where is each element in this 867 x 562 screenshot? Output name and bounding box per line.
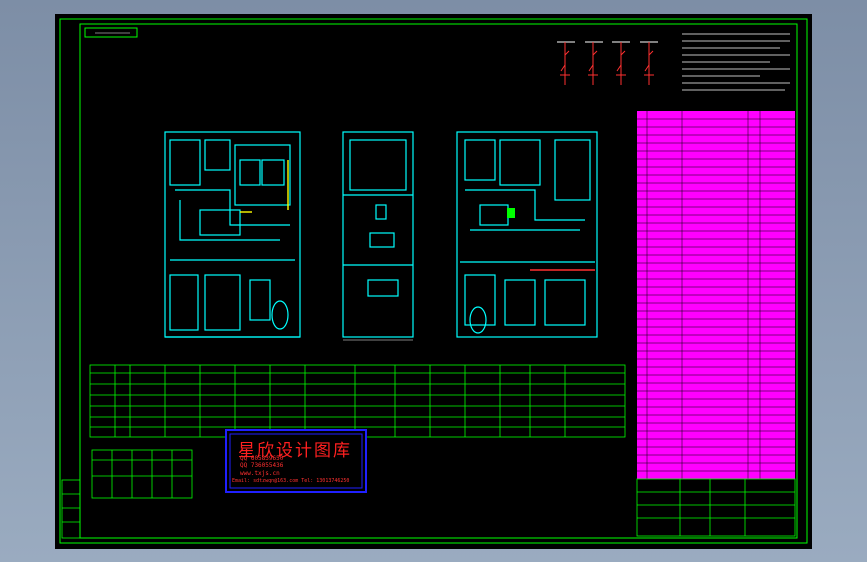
revision-strip — [61, 479, 81, 539]
busbar-highlight-right — [507, 208, 595, 271]
watermark-qq: QQ 605839650 — [240, 455, 284, 462]
general-notes — [682, 33, 790, 91]
cabinet-right-view — [456, 131, 598, 338]
watermark-email: Email: sdtzwqn@163.com Tel: 13013746250 — [232, 478, 350, 484]
component-table — [89, 364, 626, 438]
cabinet-left-view — [164, 131, 301, 338]
drawing-number-tab — [84, 27, 138, 38]
watermark-site: www.txjs.cn — [240, 470, 280, 477]
single-line-diagrams — [557, 41, 658, 85]
outer-frame — [59, 18, 808, 544]
watermark-title: 星欣设计图库 — [238, 441, 352, 461]
inner-frame — [79, 23, 798, 539]
watermark-qq2: QQ 736055436 — [240, 462, 284, 469]
title-block — [636, 478, 796, 537]
watermark-box — [225, 429, 367, 493]
legend-table — [91, 449, 193, 499]
cabinet-front-view — [342, 131, 414, 341]
busbar-highlight-left — [240, 160, 289, 213]
parts-list — [637, 111, 795, 479]
